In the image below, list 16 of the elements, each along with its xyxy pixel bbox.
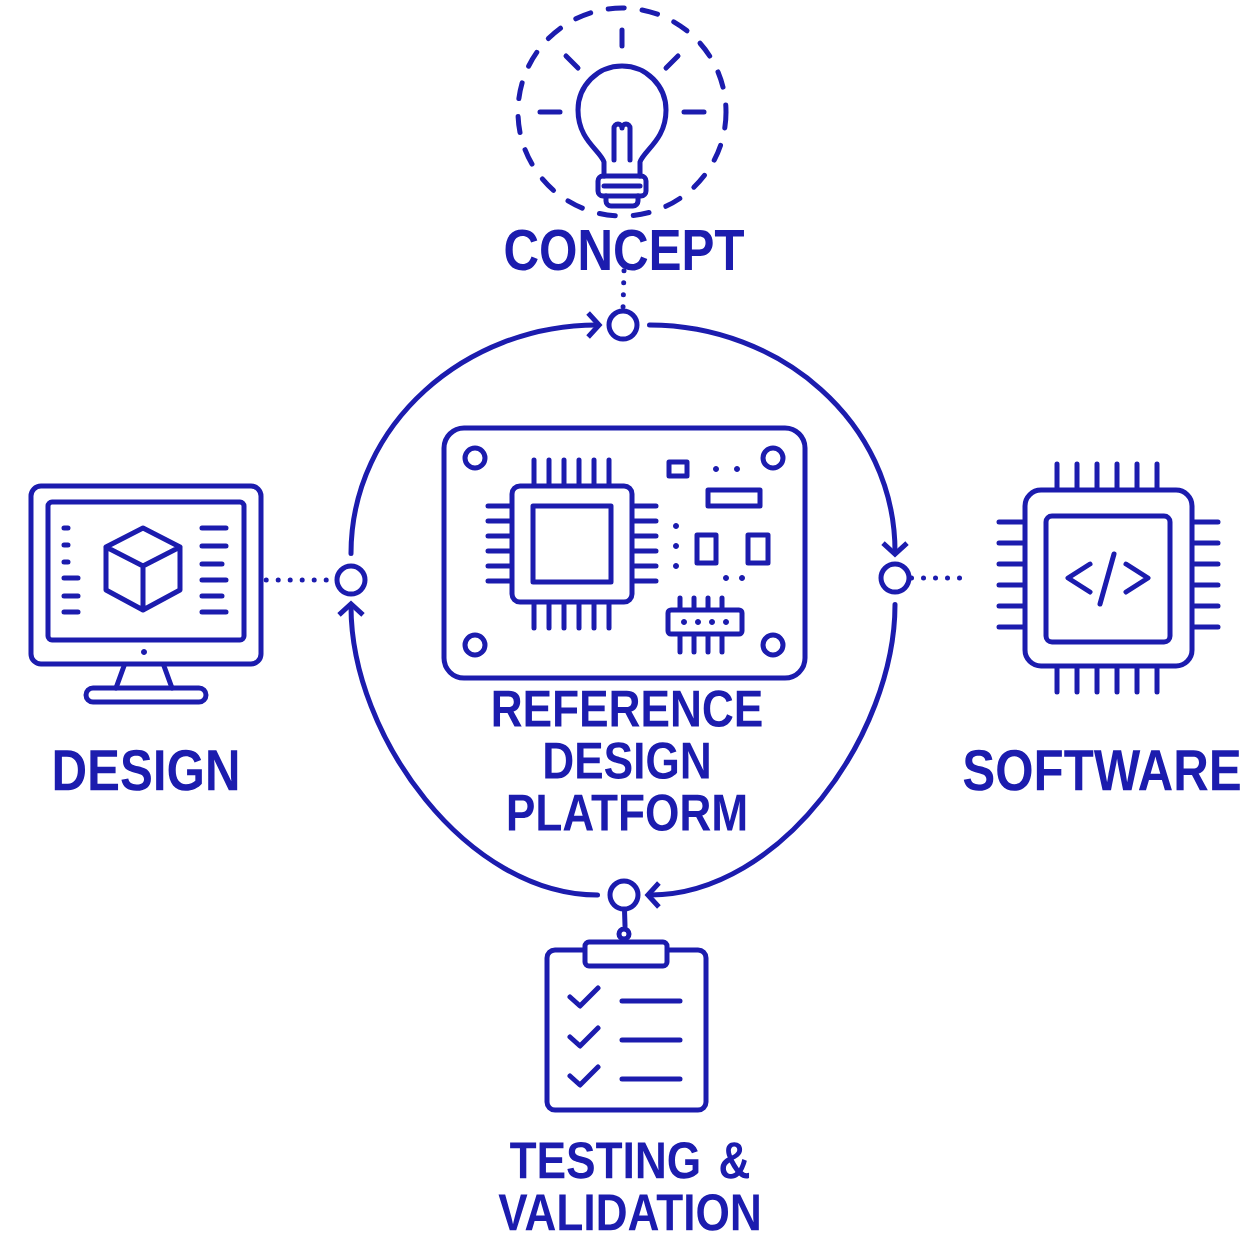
stage-label: TESTING & VALIDATION: [498, 1141, 759, 1231]
connector-line: [622, 909, 628, 929]
stage-label: DESIGN: [54, 749, 238, 791]
arrow: [647, 322, 909, 558]
arrow: [644, 602, 898, 909]
dotted-line: [909, 575, 965, 581]
platform-label: REFERENCE DESIGN PLATFORM: [493, 690, 762, 831]
connector-circle: [606, 308, 640, 342]
arrow: [348, 311, 603, 556]
dotted-line: [620, 268, 627, 311]
connector-circle: [878, 561, 912, 595]
stage-label: CONCEPT: [505, 229, 744, 271]
stage-label: SOFTWARE: [963, 749, 1240, 791]
arrow: [337, 600, 600, 898]
connector-circle: [334, 563, 368, 597]
connector-circle: [607, 878, 641, 912]
